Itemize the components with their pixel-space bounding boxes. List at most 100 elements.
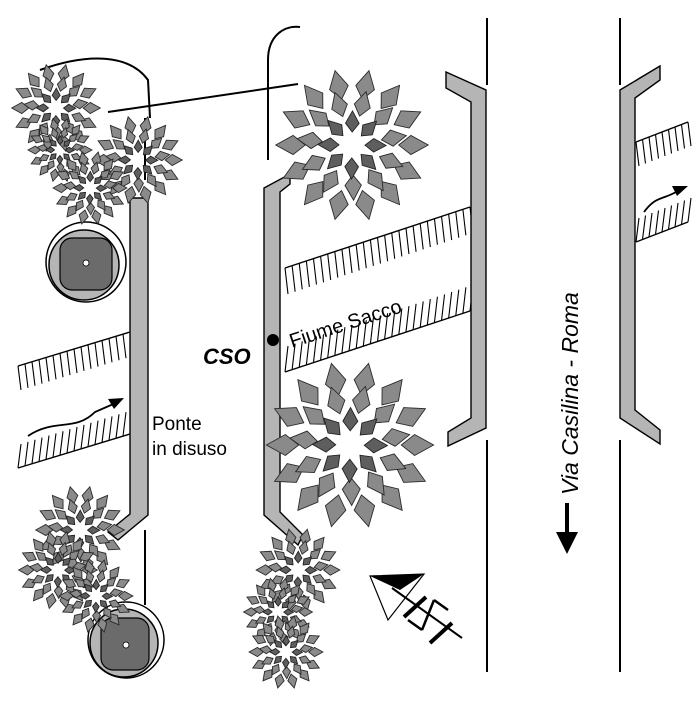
bank-hatch [462, 209, 467, 236]
bank-hatch [115, 414, 120, 439]
bank-hatch [680, 124, 686, 149]
bank-hatch [291, 265, 296, 292]
bridge-center [263, 172, 304, 547]
river-bank-east [635, 121, 692, 243]
bank-hatch [327, 253, 332, 280]
tree-icon [58, 559, 134, 633]
bank-hatch [391, 232, 396, 259]
bank-hatch [284, 345, 289, 373]
bank-hatch [433, 218, 438, 245]
bank-hatch [305, 338, 310, 366]
bank-hatch [384, 313, 389, 340]
bank-hatch [426, 221, 431, 248]
bank-hatch [376, 315, 382, 342]
bank-hatch [635, 217, 640, 243]
trees [10, 63, 435, 689]
bank-hatch [122, 334, 127, 359]
bank-hatch [80, 346, 85, 371]
bank-hatch [52, 433, 57, 458]
bank-hatch [680, 200, 686, 225]
bank-hatch [419, 301, 424, 328]
bank-hatch [674, 202, 679, 228]
bank-hatch [661, 131, 666, 157]
bank-hatch [31, 361, 36, 386]
road-segment [107, 83, 299, 113]
bridge-label-line2: in disuso [152, 439, 227, 460]
bank-hatch [122, 412, 127, 437]
bank-hatch [298, 341, 303, 368]
bridge-via-casilina-west [445, 70, 487, 448]
tree-icon [248, 615, 324, 689]
bank-hatch [667, 129, 673, 154]
bank-hatch [115, 336, 120, 361]
bank-hatch [355, 244, 360, 271]
bank-hatch [341, 249, 346, 276]
bank-hatch [327, 331, 332, 358]
north-arrow-icon [369, 573, 463, 645]
road-label: Via Casilina - Roma [557, 292, 583, 495]
bank-hatch [412, 303, 417, 330]
bank-hatch [17, 443, 22, 469]
bank-hatch [334, 329, 339, 356]
river-bank-center [284, 206, 474, 373]
bank-hatch [298, 263, 303, 290]
bank-hatch [455, 289, 460, 316]
bank-hatch [38, 437, 43, 462]
bank-hatch [391, 310, 396, 337]
bank-hatch [66, 429, 71, 454]
bank-hatch [687, 121, 692, 147]
bank-hatch [405, 228, 410, 255]
bank-hatch [87, 344, 92, 369]
bank-hatch [398, 308, 403, 335]
road-curve [267, 25, 301, 61]
bank-hatch [369, 317, 374, 344]
tree-icon [255, 528, 341, 612]
bank-hatch [405, 306, 410, 333]
bank-hatch [369, 239, 374, 266]
bank-hatch [376, 237, 382, 264]
bank-hatch [291, 343, 296, 370]
bank-hatch [426, 299, 431, 326]
tree-icon [265, 362, 435, 528]
bank-hatch [87, 422, 92, 447]
bank-hatch [108, 338, 113, 363]
road-lines [39, 18, 621, 672]
bank-hatch [320, 334, 325, 361]
cso-point [267, 334, 279, 346]
bank-hatch [320, 256, 325, 283]
flow-arrow-icon [643, 186, 688, 213]
bank-hatch [59, 431, 64, 456]
bank-hatch [667, 205, 673, 230]
bank-hatch [45, 357, 50, 382]
cso-label: CSO [203, 344, 251, 369]
bank-hatch [661, 207, 666, 233]
bank-hatch [66, 351, 71, 376]
bank-hatch [101, 418, 106, 443]
tree-icon [274, 69, 430, 221]
tree-icon [92, 115, 184, 205]
bank-hatch [334, 251, 339, 278]
bridge-label-line1: Ponte [152, 414, 202, 435]
bank-hatch [94, 342, 99, 367]
bank-hatch [101, 340, 106, 365]
bank-hatch [312, 258, 318, 285]
bank-hatch [448, 213, 453, 241]
bank-hatch [341, 327, 346, 354]
bank-hatch [455, 211, 460, 238]
bank-hatch [348, 246, 353, 273]
bank-hatch [355, 322, 360, 349]
bank-hatch [654, 134, 660, 159]
bank-hatch [419, 223, 424, 250]
bank-hatch [448, 291, 453, 319]
bank-hatch [398, 230, 403, 257]
bank-hatch [38, 359, 43, 384]
roundabout-icon [45, 221, 127, 303]
bank-hatch [362, 242, 367, 269]
bank-hatch [59, 353, 64, 378]
bank-hatch [648, 212, 653, 238]
bank-hatch [462, 287, 467, 314]
bank-hatch [24, 441, 29, 466]
bank-hatch [17, 365, 22, 391]
bank-hatch [73, 348, 78, 374]
